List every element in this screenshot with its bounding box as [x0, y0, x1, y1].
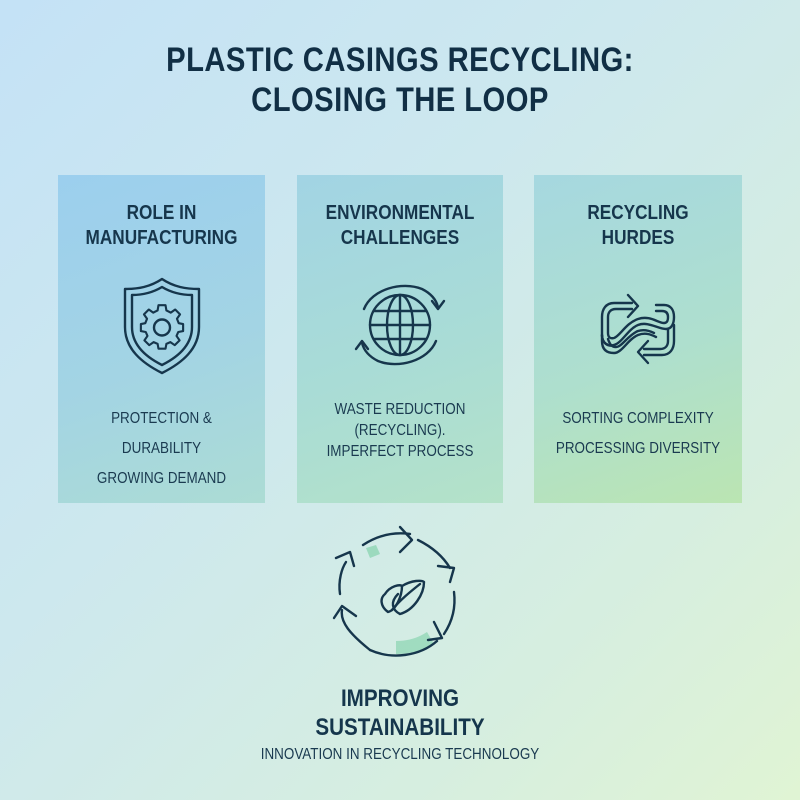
- tangled-arrows-icon: [598, 289, 678, 374]
- card-point: PROTECTION & DURABILITY: [111, 410, 212, 457]
- page-title-line-2: CLOSING THE LOOP: [251, 81, 549, 119]
- page-title-line-1: PLASTIC CASINGS RECYCLING:: [166, 41, 634, 79]
- page-title: PLASTIC CASINGS RECYCLING: CLOSING THE L…: [0, 40, 800, 120]
- bottom-heading-line: SUSTAINABILITY: [315, 714, 485, 741]
- card-recycling-hurdles: RECYCLING HURDES SORTING COMPLEXITY PROC…: [534, 175, 742, 503]
- card-point: (RECYCLING).: [354, 422, 446, 439]
- card-points: PROTECTION & DURABILITY GROWING DEMAND: [58, 404, 265, 494]
- globe-cycle-icon: [352, 279, 448, 376]
- card-points: SORTING COMPLEXITY PROCESSING DIVERSITY: [534, 404, 742, 464]
- card-heading-line: ROLE IN: [126, 202, 197, 224]
- card-heading: RECYCLING HURDES: [534, 201, 742, 251]
- card-heading-line: MANUFACTURING: [85, 227, 238, 249]
- bottom-heading-line: IMPROVING: [340, 685, 460, 712]
- card-points: WASTE REDUCTION (RECYCLING). IMPERFECT P…: [297, 399, 503, 462]
- bottom-heading: IMPROVING SUSTAINABILITY: [0, 684, 800, 742]
- shield-gear-icon: [120, 275, 204, 380]
- card-environmental-challenges: ENVIRONMENTAL CHALLENGES WASTE REDUCTION…: [297, 175, 503, 503]
- card-point: WASTE REDUCTION: [334, 401, 466, 418]
- card-heading: ROLE IN MANUFACTURING: [58, 201, 265, 251]
- card-heading-line: CHALLENGES: [340, 227, 460, 249]
- card-point: GROWING DEMAND: [96, 470, 227, 487]
- card-point: SORTING COMPLEXITY: [562, 410, 714, 427]
- card-heading-line: ENVIRONMENTAL: [325, 202, 475, 224]
- card-heading-line: HURDES: [601, 227, 675, 249]
- card-role-in-manufacturing: ROLE IN MANUFACTURING PROTECTION & DURAB…: [58, 175, 265, 503]
- card-point: PROCESSING DIVERSITY: [555, 440, 721, 457]
- bottom-subtitle: INNOVATION IN RECYCLING TECHNOLOGY: [0, 746, 800, 764]
- card-heading: ENVIRONMENTAL CHALLENGES: [297, 201, 503, 251]
- bottom-subtitle-text: INNOVATION IN RECYCLING TECHNOLOGY: [260, 746, 540, 763]
- recycle-leaf-icon: [330, 522, 470, 672]
- card-heading-line: RECYCLING: [587, 202, 689, 224]
- card-point: IMPERFECT PROCESS: [326, 443, 474, 460]
